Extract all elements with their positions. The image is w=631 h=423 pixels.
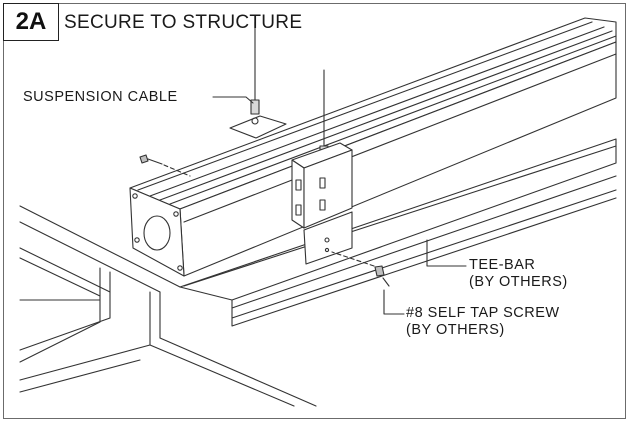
end-cap-screw-1 bbox=[133, 194, 137, 198]
housing-top-groove-4 bbox=[170, 36, 616, 204]
cross-tee-lower-5 bbox=[160, 338, 316, 406]
cross-tee-left-b bbox=[20, 222, 160, 292]
housing-top-groove-3 bbox=[160, 31, 612, 200]
bracket-clip-hole bbox=[325, 238, 329, 242]
leader-tee-bar bbox=[427, 240, 466, 266]
bracket-slot-3 bbox=[296, 205, 301, 215]
step-number: 2A bbox=[3, 3, 59, 41]
housing-end-cap bbox=[130, 188, 184, 276]
bracket-slot-2 bbox=[320, 178, 325, 188]
end-cap-screw-4 bbox=[178, 266, 182, 270]
housing-side-line bbox=[184, 54, 616, 222]
bracket-slot-1 bbox=[296, 180, 301, 190]
diagram-frame bbox=[3, 3, 626, 419]
main-tee-top-edge bbox=[184, 146, 616, 286]
cross-tee-lower-6 bbox=[20, 345, 150, 380]
cross-tee-lower-7 bbox=[20, 360, 140, 392]
cable-1-bracket bbox=[230, 116, 286, 138]
cross-tee-left-d bbox=[20, 258, 100, 296]
cross-tee-stub-3 bbox=[20, 322, 100, 362]
mounting-bracket-plate bbox=[304, 150, 352, 228]
step-title: SECURE TO STRUCTURE bbox=[64, 12, 303, 33]
end-cap-screw-3 bbox=[135, 238, 139, 242]
suspension-cable-1 bbox=[230, 22, 286, 138]
housing-top-groove-2 bbox=[150, 27, 604, 196]
bracket-clip-hole-2 bbox=[325, 248, 328, 251]
suspension-cable-2 bbox=[292, 70, 352, 264]
cable-1-eyelet bbox=[252, 118, 258, 124]
bracket-slot-4 bbox=[320, 200, 325, 210]
main-tee-top-face bbox=[180, 139, 616, 300]
label-suspension-cable: SUSPENSION CABLE bbox=[23, 89, 178, 105]
label-screw-1: #8 SELF TAP SCREW bbox=[406, 305, 560, 321]
leader-screw bbox=[384, 290, 404, 314]
cross-tee-left-a bbox=[20, 206, 180, 287]
label-screw-2: (BY OTHERS) bbox=[406, 322, 505, 338]
ceiling-grid bbox=[20, 139, 616, 406]
end-cap-knockout bbox=[144, 216, 170, 250]
end-cap-screw-2 bbox=[174, 212, 178, 216]
screw-upper bbox=[140, 155, 190, 176]
label-tee-bar-2: (BY OTHERS) bbox=[469, 274, 568, 290]
mounting-bracket-face bbox=[292, 160, 304, 228]
label-tee-bar-1: TEE-BAR bbox=[469, 257, 536, 273]
cable-1-gripper bbox=[251, 100, 259, 114]
main-tee-ridge bbox=[232, 176, 616, 308]
housing-top-groove-1 bbox=[138, 22, 592, 190]
cross-tee-left-c bbox=[20, 248, 110, 292]
cross-tee-stub-4 bbox=[20, 318, 110, 350]
main-tee-lower-edge bbox=[232, 198, 616, 326]
leader-suspension-cable bbox=[213, 97, 253, 103]
screw-lower bbox=[332, 252, 389, 286]
cross-tee-lower-4 bbox=[150, 345, 294, 406]
fixture-housing bbox=[130, 18, 616, 276]
